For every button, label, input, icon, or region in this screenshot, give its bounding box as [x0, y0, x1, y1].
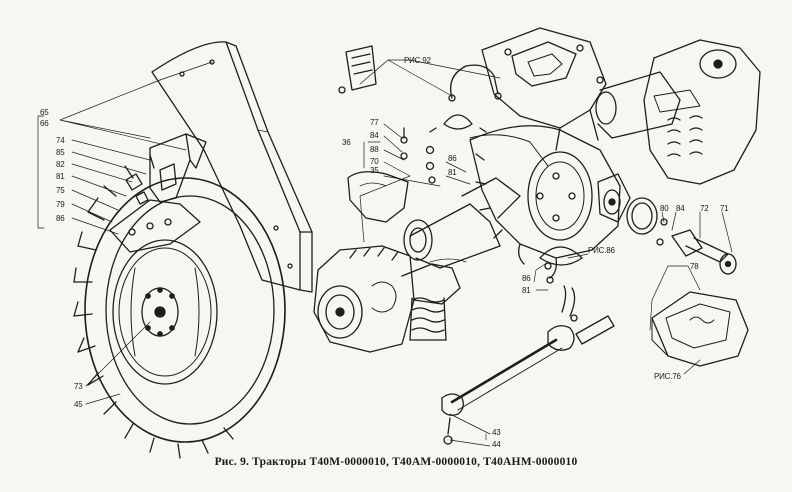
top-gearbox-housing [469, 27, 607, 167]
rear-gearbox-housing [651, 291, 749, 367]
cardan-shaft-assembly [656, 218, 737, 275]
leader-lines [37, 59, 733, 447]
callout-81-mid: 81 [448, 168, 457, 177]
callout-44: 44 [492, 440, 501, 449]
callout-86-mid: 86 [448, 154, 457, 163]
left-hub-cover [347, 171, 409, 223]
callout-73: 73 [74, 382, 83, 391]
callout-75: 75 [56, 186, 65, 195]
callout-36: 36 [342, 138, 351, 147]
callout-78: 78 [690, 262, 699, 271]
seal-ring [626, 197, 658, 235]
callout-70: 70 [370, 157, 379, 166]
figure-caption: Рис. 9. Тракторы Т40М-0000010, Т40АМ-000… [214, 456, 578, 468]
callout-82: 82 [56, 160, 65, 169]
callout-81-right: 81 [522, 286, 531, 295]
ref-fig-92: РИС.92 [404, 56, 431, 65]
steering-rod-assembly [441, 285, 615, 445]
wheel-rim-disc [112, 239, 218, 385]
callout-88: 88 [370, 145, 379, 154]
callout-71: 71 [720, 204, 729, 213]
callout-84-mid: 84 [370, 131, 379, 140]
ref-fig-86: РИС.86 [588, 246, 615, 255]
fender-bracket [109, 133, 207, 253]
central-differential-housing [469, 125, 621, 279]
ref-fig-76: РИС.76 [654, 372, 681, 381]
callout-79: 79 [56, 200, 65, 209]
callout-45: 45 [74, 400, 83, 409]
callout-43: 43 [492, 428, 501, 437]
rear-wheel-tire [73, 154, 286, 459]
callout-84-right: 84 [676, 204, 685, 213]
callout-80: 80 [660, 204, 669, 213]
callout-35: 35 [370, 166, 379, 175]
axle-flange-bearing [597, 173, 631, 223]
right-final-drive-housing [643, 39, 761, 185]
left-final-drive-housing [313, 245, 461, 353]
callout-77: 77 [370, 118, 379, 127]
callout-66: 66 [40, 119, 49, 128]
left-axle-tube [403, 177, 521, 269]
callout-74: 74 [56, 136, 65, 145]
right-axle-tube [595, 71, 681, 139]
callout-86-right: 86 [522, 274, 531, 283]
callout-72: 72 [700, 204, 709, 213]
bolts-nuts-cluster [400, 127, 436, 184]
callout-65: 65 [40, 108, 49, 117]
fender-mudguard [151, 41, 313, 293]
callout-86-left: 86 [56, 214, 65, 223]
lower-clamp [539, 246, 583, 284]
upper-clamp [429, 114, 487, 133]
final-drive-bellows [409, 297, 447, 341]
callout-85: 85 [56, 148, 65, 157]
callout-81-left: 81 [56, 172, 65, 181]
top-rubber-buffer [338, 45, 377, 94]
top-brake-line [448, 64, 502, 102]
